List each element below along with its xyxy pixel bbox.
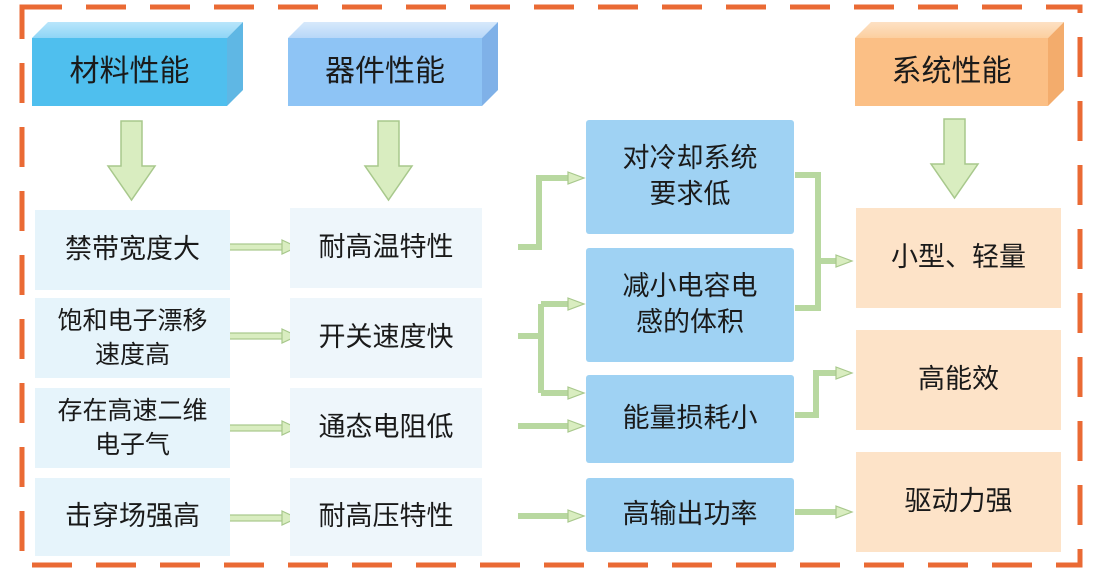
header-material-label: 材料性能 [69,54,190,89]
down-arrows [106,118,980,202]
connectors-effect-system [795,172,838,515]
material-item-label: 禁带宽度大 [65,234,200,265]
system-item: 驱动力强 [856,452,1061,552]
arrowhead-icon [567,509,586,523]
effect-item-label: 高输出功率 [622,499,758,530]
down-arrow-icon [929,118,980,200]
down-arrow-icon [106,120,157,202]
arrow-right-icon [227,420,299,436]
header-system-label: 系统性能 [891,54,1012,89]
arrow-right-icon [227,239,299,255]
connectors-device-effect [518,175,570,519]
device-item: 通态电阻低 [290,388,482,468]
arrow-right-icon [227,510,299,526]
arrowhead-icon [835,505,854,519]
down-arrow-icon [363,120,414,202]
arrowhead-icon [567,171,586,185]
arrowhead-icon [567,419,586,433]
device-item: 耐高温特性 [290,208,482,288]
device-item-label: 耐高压特性 [318,501,454,532]
effect-item-label: 能量损耗小 [622,403,758,434]
material-item: 击穿场强高 [35,478,230,556]
arrowhead-icon [835,366,854,380]
device-item: 开关速度快 [290,298,482,378]
system-item-label: 小型、轻量 [891,242,1026,273]
material-item-label: 饱和电子漂移 速度高 [57,306,208,369]
arrow-right-icon [227,328,299,344]
arrowhead-icon [567,297,586,311]
header-material: 材料性能 [32,38,227,106]
arrowhead-icon [835,254,854,268]
system-item-label: 高能效 [918,364,999,395]
effect-item: 高输出功率 [586,478,794,552]
effect-item: 减小电容电 感的体积 [586,248,794,362]
effect-item: 能量损耗小 [586,375,794,463]
system-item: 小型、轻量 [856,208,1061,308]
system-item-label: 驱动力强 [904,486,1013,517]
material-item: 存在高速二维 电子气 [35,388,230,468]
header-device: 器件性能 [288,38,482,106]
effect-item: 对冷却系统 要求低 [586,120,794,234]
header-system: 系统性能 [855,38,1048,106]
material-item-label: 击穿场强高 [65,501,200,532]
effect-item-label: 对冷却系统 要求低 [622,143,758,210]
effect-item-label: 减小电容电 感的体积 [622,271,758,338]
device-item-label: 耐高温特性 [318,232,454,263]
material-item-label: 存在高速二维 电子气 [57,396,208,459]
device-item-label: 通态电阻低 [318,412,454,443]
device-item-label: 开关速度快 [318,322,454,353]
material-item: 饱和电子漂移 速度高 [35,298,230,378]
arrowhead-icon [567,386,586,400]
system-item: 高能效 [856,330,1061,430]
material-item: 禁带宽度大 [35,210,230,290]
device-item: 耐高压特性 [290,478,482,556]
header-device-label: 器件性能 [325,54,445,89]
